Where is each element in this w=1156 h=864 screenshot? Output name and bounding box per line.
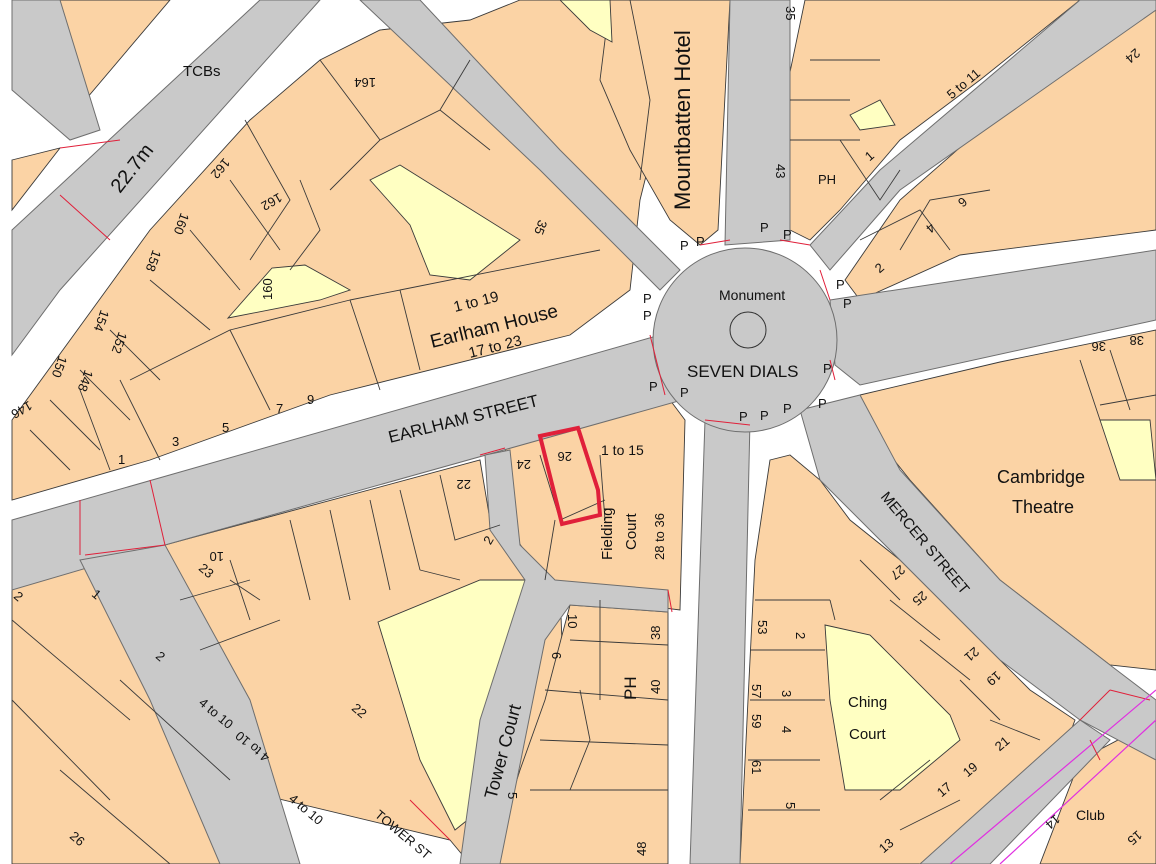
- block-left-mid: [11, 147, 62, 212]
- yard-cambridge: [1099, 419, 1156, 481]
- label-number: 40: [648, 680, 663, 694]
- road-radial-n: [724, 0, 791, 246]
- label-number: 36: [1092, 339, 1106, 354]
- label-fielding-1: Fielding: [599, 507, 616, 560]
- label-number: 158: [143, 248, 165, 274]
- boundary-magenta: [949, 689, 1156, 864]
- label-number: 164: [354, 75, 376, 90]
- label-number: 24: [517, 457, 531, 472]
- label-number: 38: [648, 626, 663, 640]
- road-nw-diagonal: [11, 0, 101, 141]
- road-earlham-street: [11, 334, 701, 591]
- road-radial-s: [689, 419, 751, 864]
- label-number: 5: [505, 792, 520, 799]
- label-number: 3: [172, 434, 179, 449]
- label-parking: P: [680, 385, 689, 400]
- label-number: 160: [171, 211, 193, 237]
- yard-center: [369, 164, 521, 281]
- label-number: 1: [118, 452, 125, 467]
- label-parking: P: [760, 220, 769, 235]
- label-club: Club: [1076, 807, 1105, 823]
- label-ching-2: Court: [849, 726, 887, 743]
- label-number: 154: [91, 308, 113, 334]
- label-parking: P: [843, 296, 852, 311]
- label-parking: P: [836, 277, 845, 292]
- yards: [226, 0, 1156, 831]
- label-number: 61: [749, 760, 764, 774]
- label-parking: P: [680, 238, 689, 253]
- label-number: 5: [783, 802, 798, 809]
- label-cambridge-1: Cambridge: [997, 467, 1085, 487]
- label-parking: P: [783, 401, 792, 416]
- label-parking: P: [643, 291, 652, 306]
- block-mercer-west: [739, 454, 1076, 864]
- yard-top: [559, 0, 613, 43]
- label-number: 10: [210, 549, 224, 564]
- label-number: 7: [276, 401, 283, 416]
- label-number: 10: [565, 614, 580, 628]
- label-number: 35: [783, 6, 798, 20]
- monument-marker[interactable]: [729, 311, 767, 349]
- roads: [11, 0, 1156, 864]
- highlighted-plot-26[interactable]: [537, 425, 603, 527]
- label-parking: P: [760, 408, 769, 423]
- label-number: 5: [222, 420, 229, 435]
- road-radial-nw: [359, 0, 681, 291]
- plot-lines: [11, 0, 1156, 864]
- label-number: 148: [75, 368, 97, 394]
- label-number: 22: [457, 477, 471, 492]
- label-fielding-a: 1 to 15: [601, 442, 644, 458]
- road-long-diagonal: [11, 0, 321, 357]
- label-number: 4: [779, 726, 794, 733]
- boundaries: [59, 139, 1151, 841]
- label-number: 59: [749, 714, 764, 728]
- yard-160: [226, 264, 352, 319]
- road-se-diagonal: [919, 719, 1111, 864]
- yard-ching: [824, 624, 961, 791]
- label-number: 2: [793, 632, 808, 639]
- label-parking: P: [823, 361, 832, 376]
- label-number: 48: [634, 842, 649, 856]
- label-fielding-b: 28 to 36: [652, 513, 667, 560]
- label-number: 38: [1130, 333, 1144, 348]
- label-parking: P: [643, 308, 652, 323]
- label-cambridge-2: Theatre: [1012, 497, 1074, 517]
- label-ching-1: Ching: [848, 694, 887, 711]
- road-tower-court: [459, 449, 669, 864]
- label-fielding-2: Court: [623, 512, 640, 550]
- road-mercer-street: [799, 394, 1156, 761]
- label-number: 9: [307, 392, 314, 407]
- label-number: 35: [531, 218, 550, 237]
- label-monument: Monument: [719, 287, 785, 303]
- label-number: 57: [749, 684, 764, 698]
- label-number: 6: [549, 652, 564, 659]
- label-mountbatten-hotel: Mountbatten Hotel: [670, 30, 695, 210]
- yard-ne: [849, 99, 896, 131]
- label-number: 152: [109, 330, 131, 356]
- label-parking: P: [783, 227, 792, 242]
- block-mountbatten: [599, 0, 731, 246]
- label-parking: P: [818, 396, 827, 411]
- label-number: PH: [818, 172, 836, 187]
- label-parking: P: [649, 379, 658, 394]
- label-number: 160: [260, 278, 275, 300]
- label-number: 53: [755, 620, 770, 634]
- label-parking: P: [739, 409, 748, 424]
- label-number: 43: [773, 164, 788, 178]
- label-number: 26: [558, 449, 572, 464]
- label-seven-dials: SEVEN DIALS: [687, 362, 799, 381]
- label-tcbs: TCBs: [183, 63, 221, 80]
- label-number: 3: [779, 690, 794, 697]
- label-parking: P: [696, 234, 705, 249]
- seven-dials-circus: [652, 247, 838, 433]
- label-number: 150: [49, 354, 71, 380]
- label-number: PH: [621, 676, 640, 700]
